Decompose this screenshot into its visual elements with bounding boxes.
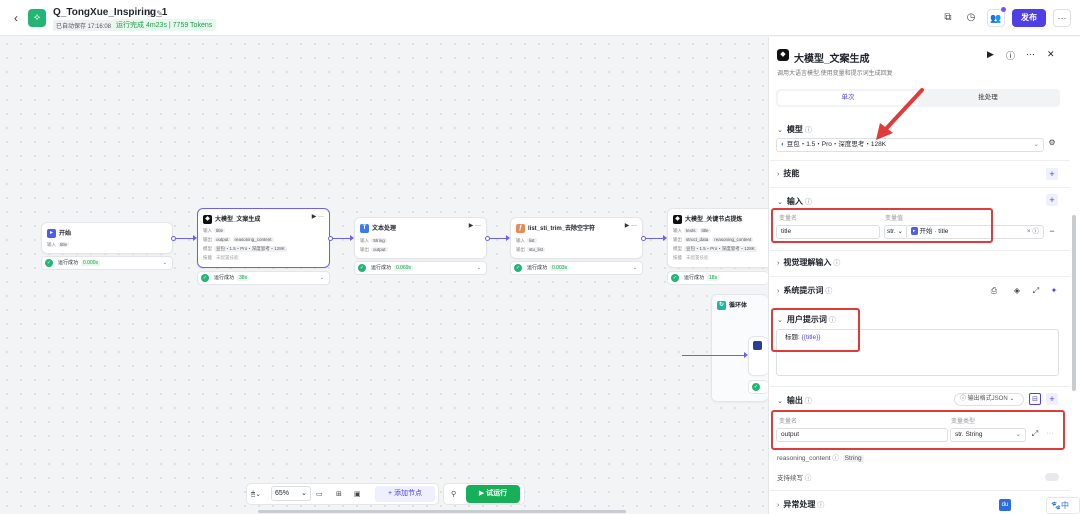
add-node-button[interactable]: + 添加节点 [375, 486, 435, 502]
streaming-label: 支持续写 ⓘ [777, 475, 812, 482]
library-icon[interactable]: ⎙ [990, 286, 998, 295]
expand-icon[interactable]: ⤢ [1031, 429, 1039, 438]
model-select[interactable]: ◐ 豆包・1.5・Pro・深度思考・128K⌄ [776, 138, 1044, 152]
assistant-icon[interactable]: du [999, 499, 1011, 511]
run-node-icon[interactable]: ▶ ··· [624, 223, 637, 229]
run-icon[interactable]: ▶ [987, 49, 994, 59]
zoom-select[interactable]: 65%⌄ [271, 486, 311, 501]
workflow-canvas[interactable] [0, 37, 768, 514]
section-skills[interactable]: ›技能 [777, 169, 800, 178]
llm-icon: ◆ [203, 214, 212, 224]
pointer-icon[interactable]: 🖱⌄ [251, 491, 262, 498]
run-status-badge: 运行完成 4m23s | 7759 Tokens [112, 19, 217, 31]
trial-run-button[interactable]: ▶ 试运行 [466, 485, 520, 503]
ai-optimize-icon[interactable]: ✦ [1050, 286, 1058, 295]
edit-icon[interactable]: ⓘ ✎ [146, 9, 163, 18]
panel-description: 调用大语言模型,使用变量和提示词生成回复 [777, 71, 893, 77]
tab-single[interactable]: 单次 [778, 91, 918, 105]
run-node-icon[interactable]: ▶ ··· [311, 214, 324, 220]
back-icon[interactable]: ‹ [14, 11, 18, 25]
comment-icon[interactable]: ▭ [316, 491, 323, 498]
panel-scrollbar[interactable] [1072, 215, 1076, 391]
layout-icon[interactable]: ⊞ [336, 491, 342, 498]
annotation-arrow [876, 88, 924, 140]
code-icon: ƒ [516, 223, 525, 233]
streaming-toggle[interactable] [1045, 473, 1059, 481]
app-title: Q_TongXue_Inspiring_1 [53, 7, 168, 18]
panel-title: 大模型_文案生成 [794, 54, 870, 65]
more-icon[interactable]: ··· [1026, 49, 1035, 59]
input-name-field[interactable]: title [776, 225, 880, 239]
start-icon: ▸ [911, 227, 918, 236]
output-schema-icon[interactable]: ⊟ [1029, 393, 1041, 405]
doubao-icon: ◐ [781, 141, 787, 148]
chevron-down-icon[interactable]: ⌄ [162, 260, 167, 266]
loop-inner-node[interactable] [748, 336, 768, 376]
add-skill-button[interactable]: + [1046, 168, 1058, 180]
more-icon[interactable]: ··· [1053, 9, 1071, 27]
run-node-icon[interactable]: ▶ ··· [468, 223, 481, 229]
output-format-select[interactable]: ⓘ 输出格式JSON ⌄ [954, 393, 1024, 406]
copy-icon[interactable]: ⧉ [944, 12, 952, 23]
highlight-box [771, 208, 993, 243]
collaborators-icon[interactable]: 👥 [987, 9, 1005, 27]
reasoning-output: reasoning_content ⓘ String [777, 455, 864, 462]
add-input-button[interactable]: + [1046, 194, 1058, 206]
remove-input-icon[interactable]: − [1049, 226, 1055, 236]
language-switch[interactable]: 🐾中 [1046, 497, 1080, 514]
input-value-ref[interactable]: ▸开始 · title× ⓘ [906, 225, 1044, 239]
start-icon: ▸ [47, 228, 56, 238]
close-icon[interactable]: ✕ [1047, 49, 1055, 59]
llm-icon: ◆ [673, 214, 682, 224]
more-icon[interactable]: ··· [1046, 430, 1054, 437]
llm-icon: ◆ [777, 49, 789, 61]
info-icon: ⓘ [804, 127, 812, 134]
notification-dot [1001, 7, 1006, 12]
add-output-button[interactable]: + [1046, 393, 1058, 405]
model-settings-icon[interactable]: ⚙ [1048, 138, 1056, 147]
save-status: 已自动保存 17:16:08 [53, 20, 115, 31]
workflow-icon: ⟡ [28, 9, 46, 27]
tab-batch[interactable]: 批处理 [978, 94, 998, 101]
output-name-field[interactable]: output [776, 428, 948, 442]
expand-icon[interactable]: ⤢ [1032, 286, 1040, 295]
node-status[interactable]: ✓ [748, 380, 768, 394]
history-icon[interactable]: ◷ [966, 12, 976, 23]
help-icon[interactable]: ⓘ [1006, 51, 1016, 61]
top-bar: ‹ ⟡ Q_TongXue_Inspiring_1 ⓘ ✎ 已自动保存 17:1… [0, 0, 1080, 36]
horizontal-scrollbar[interactable] [258, 510, 626, 513]
chart-icon [753, 341, 762, 350]
publish-button[interactable]: 发布 [1012, 9, 1046, 27]
check-icon: ✓ [45, 259, 53, 267]
minimap-icon[interactable]: ▣ [354, 491, 361, 498]
highlight-box [771, 308, 860, 352]
highlight-box [771, 410, 1065, 450]
user-prompt-editor[interactable]: 标题: {{title}} [776, 329, 1059, 376]
paw-icon: 🐾 [1051, 501, 1061, 510]
node-title: 开始 [59, 231, 72, 237]
text-icon: T [360, 223, 369, 233]
loop-icon: ↻ [717, 300, 726, 310]
output-type-select[interactable]: str. String⌄ [950, 428, 1026, 442]
template-icon[interactable]: ◈ [1013, 286, 1021, 295]
debug-icon[interactable]: ⚲ [451, 491, 457, 498]
